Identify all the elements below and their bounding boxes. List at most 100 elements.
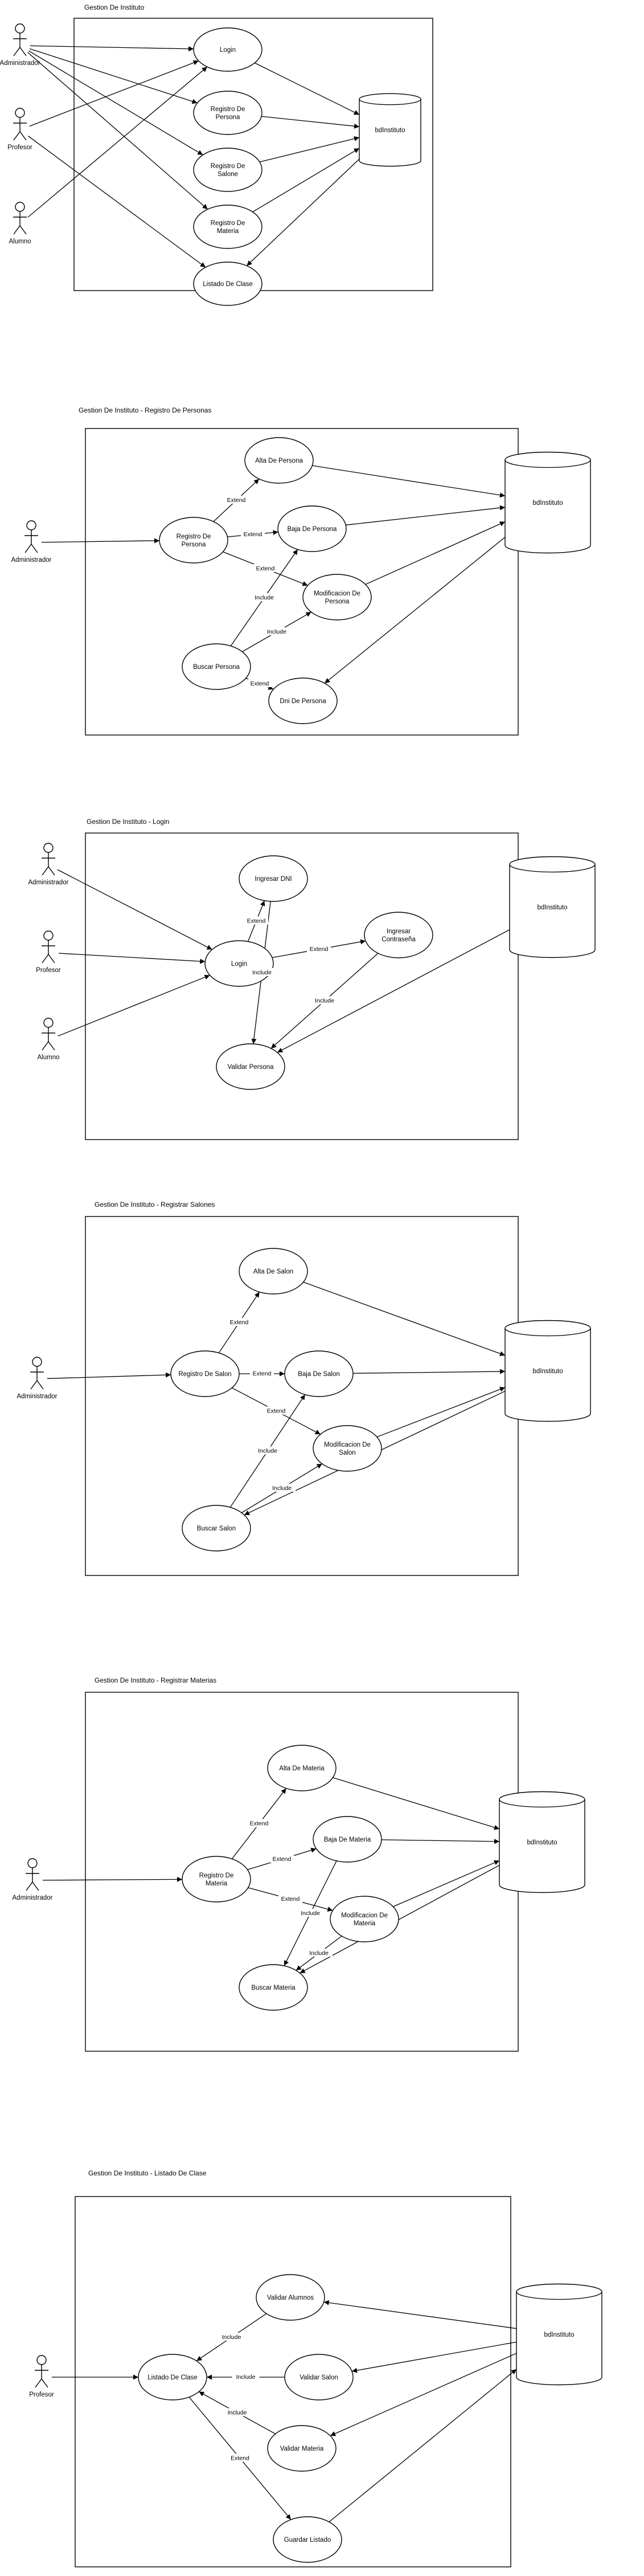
- edge-label-extend: Extend: [227, 497, 246, 504]
- edge-label-include: Include: [255, 594, 274, 601]
- use-case-label-line: Modificacion De: [314, 590, 360, 597]
- actor-label: Alumno: [38, 1054, 60, 1061]
- use-case-label-line: Persona: [325, 598, 350, 605]
- edge-label-background: [227, 1318, 251, 1326]
- actor-right-leg: [36, 1380, 44, 1390]
- actor-administrador: Administrador: [13, 1858, 53, 1901]
- edge-label-background: [224, 496, 248, 504]
- use-case-ellipse: [267, 1745, 337, 1791]
- database-bdinstituto: bdInstituto: [504, 451, 591, 554]
- use-case-ellipse: [313, 1425, 382, 1472]
- use-case-label-line: Listado De Clase: [203, 281, 253, 288]
- database-bdinstituto: bdInstituto: [509, 856, 596, 958]
- diagram-title: Gestion De Instituto - Listado De Clase: [88, 2169, 207, 2177]
- database-cylinder-rim: [509, 864, 596, 873]
- use-case-label-line: Buscar Salon: [197, 1525, 236, 1532]
- edge-label-extend: Extend: [250, 1820, 269, 1827]
- association-arrow: [333, 1777, 500, 1830]
- use-case-label-line: Registro De: [211, 106, 245, 113]
- database-label: bdInstituto: [527, 1839, 557, 1846]
- edge-label-include: Include: [228, 2410, 247, 2416]
- edge-label-background: [250, 1369, 274, 1377]
- use-case-label-line: Baja De Salon: [298, 1371, 340, 1378]
- use-case-registro-de-salon: Registro De Salon: [170, 1350, 240, 1397]
- actor-right-leg: [31, 544, 38, 553]
- edge-label-extend: Extend: [230, 1319, 249, 1326]
- database-bdinstituto: bdInstituto: [359, 93, 421, 167]
- actor-administrador: Administrador: [11, 520, 52, 564]
- use-case-label-line: Validar Materia: [280, 2446, 324, 2452]
- use-case-label-line: Validar Salon: [300, 2374, 338, 2381]
- association-arrow: [381, 1839, 500, 1844]
- use-case-label: Login: [231, 961, 247, 967]
- actor-label: Administrador: [28, 879, 69, 886]
- use-case-login: Login: [193, 27, 262, 72]
- actor-administrador: Administrador: [0, 23, 40, 67]
- use-case-ellipse: [159, 517, 228, 564]
- database-bdinstituto: bdInstituto: [516, 2283, 602, 2386]
- edge-label-include: Include: [267, 628, 286, 635]
- database-cylinder-rim: [499, 1799, 585, 1808]
- use-case-ellipse: [193, 148, 262, 192]
- use-case-ellipse: [273, 2516, 342, 2563]
- actor-right-leg: [41, 2378, 48, 2388]
- edge-label-background: [254, 1446, 281, 1455]
- actor-head: [36, 2355, 47, 2365]
- use-case-buscar-persona: Buscar Persona: [182, 643, 251, 690]
- use-case-validar-alumnos: Validar Alumnos: [256, 2274, 325, 2321]
- association-arrow: [28, 136, 206, 268]
- edge-label-background: [241, 530, 265, 538]
- use-case-label: Alta De Salon: [253, 1268, 293, 1275]
- actor-head: [43, 930, 54, 941]
- edge-label-include: Include: [272, 1485, 292, 1492]
- system-boundary-gestion-de-instituto-login: [85, 832, 519, 1140]
- database-label: bdInstituto: [532, 500, 563, 507]
- database-label: bdInstituto: [544, 2332, 574, 2338]
- use-case-label-line: Guardar Listado: [284, 2537, 331, 2544]
- edge-label-background: [307, 945, 331, 953]
- use-case-ellipse: [138, 2354, 207, 2401]
- use-case-label: Validar Alumnos: [267, 2295, 314, 2301]
- use-case-label: Baja De Persona: [288, 526, 338, 533]
- use-case-label: Alta De Persona: [255, 458, 303, 464]
- use-case-ellipse: [193, 27, 262, 72]
- association-arrow: [259, 136, 360, 162]
- actor-head: [43, 843, 54, 853]
- edge-label-background: [247, 1819, 271, 1827]
- use-case-label-line: Modificacion De: [324, 1442, 371, 1448]
- association-arrow: [323, 2300, 517, 2329]
- actor-label: Administrador: [17, 1393, 58, 1400]
- use-case-ellipse: [182, 1505, 251, 1552]
- use-case-baja-de-materia: Baja De Materia: [313, 1816, 382, 1863]
- association-arrow: [27, 66, 208, 218]
- database-cylinder-rim: [504, 1328, 591, 1337]
- actor-profesor: Profesor: [36, 930, 61, 974]
- edge-label-extend: Extend: [251, 680, 269, 687]
- use-case-ellipse: [239, 855, 308, 902]
- use-case-ellipse: [239, 1964, 308, 2011]
- association-arrow: [376, 1387, 506, 1438]
- use-case-alta-de-persona: Alta De Persona: [244, 437, 314, 484]
- use-case-label: Login: [220, 47, 236, 54]
- association-arrow: [365, 521, 506, 585]
- database-cylinder-rim: [516, 2291, 602, 2300]
- use-case-label-line: Validar Persona: [228, 1064, 274, 1071]
- edge-label-extend: Extend: [247, 918, 266, 925]
- edge-label-background: [228, 2453, 252, 2462]
- actor-label: Profesor: [29, 2391, 54, 2398]
- association-arrow: [324, 537, 506, 684]
- use-case-validar-materia: Validar Materia: [267, 2425, 337, 2472]
- database-bdinstituto: bdInstituto: [499, 1791, 585, 1893]
- association-arrow: [252, 148, 360, 213]
- edge-label-extend: Extend: [310, 946, 329, 953]
- actor-alumno: Alumno: [9, 202, 31, 245]
- use-case-label-line: Contraseña: [382, 936, 416, 943]
- use-case-ingresar-dni: Ingresar DNI: [239, 855, 308, 902]
- use-case-label: Validar Salon: [300, 2374, 338, 2381]
- edge-label-background: [251, 593, 278, 601]
- use-case-label: Listado De Clase: [203, 281, 253, 288]
